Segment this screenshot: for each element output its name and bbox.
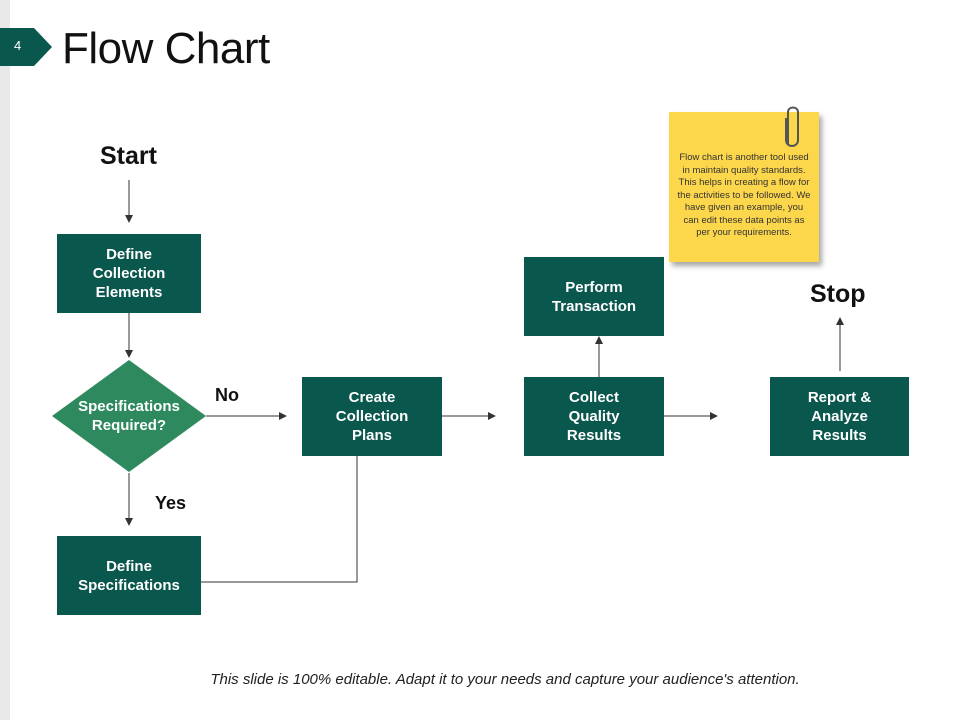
paperclip-icon (785, 106, 799, 147)
define-collection-elements-box[interactable]: Define Collection Elements (57, 234, 201, 313)
badge-arrow-shape (0, 28, 52, 66)
slide-number: 4 (14, 38, 22, 53)
yes-branch-label: Yes (155, 493, 187, 513)
no-branch-label: No (215, 385, 239, 405)
slide-title: Flow Chart (62, 24, 270, 73)
sticky-note-text: Flow chart is another tool used in maint… (677, 152, 811, 238)
create-collection-plans-box[interactable]: Create Collection Plans (302, 377, 442, 456)
perform-transaction-box[interactable]: Perform Transaction (524, 257, 664, 336)
define-specifications-box[interactable]: Define Specifications (57, 536, 201, 615)
collect-quality-results-box[interactable]: Collect Quality Results (524, 377, 664, 456)
decision-diamond (52, 360, 206, 472)
footer-caption: This slide is 100% editable. Adapt it to… (210, 671, 800, 688)
left-edge-strip (0, 0, 10, 720)
slide-number-badge: 4 (0, 28, 52, 66)
report-analyze-results-box[interactable]: Report & Analyze Results (770, 377, 909, 456)
stop-label: Stop (810, 280, 866, 308)
decision-label: Specifications Required? (78, 398, 180, 434)
sticky-note: Flow chart is another tool used in maint… (669, 112, 819, 262)
start-label: Start (100, 142, 157, 170)
line-specs-to-plans (201, 456, 358, 583)
